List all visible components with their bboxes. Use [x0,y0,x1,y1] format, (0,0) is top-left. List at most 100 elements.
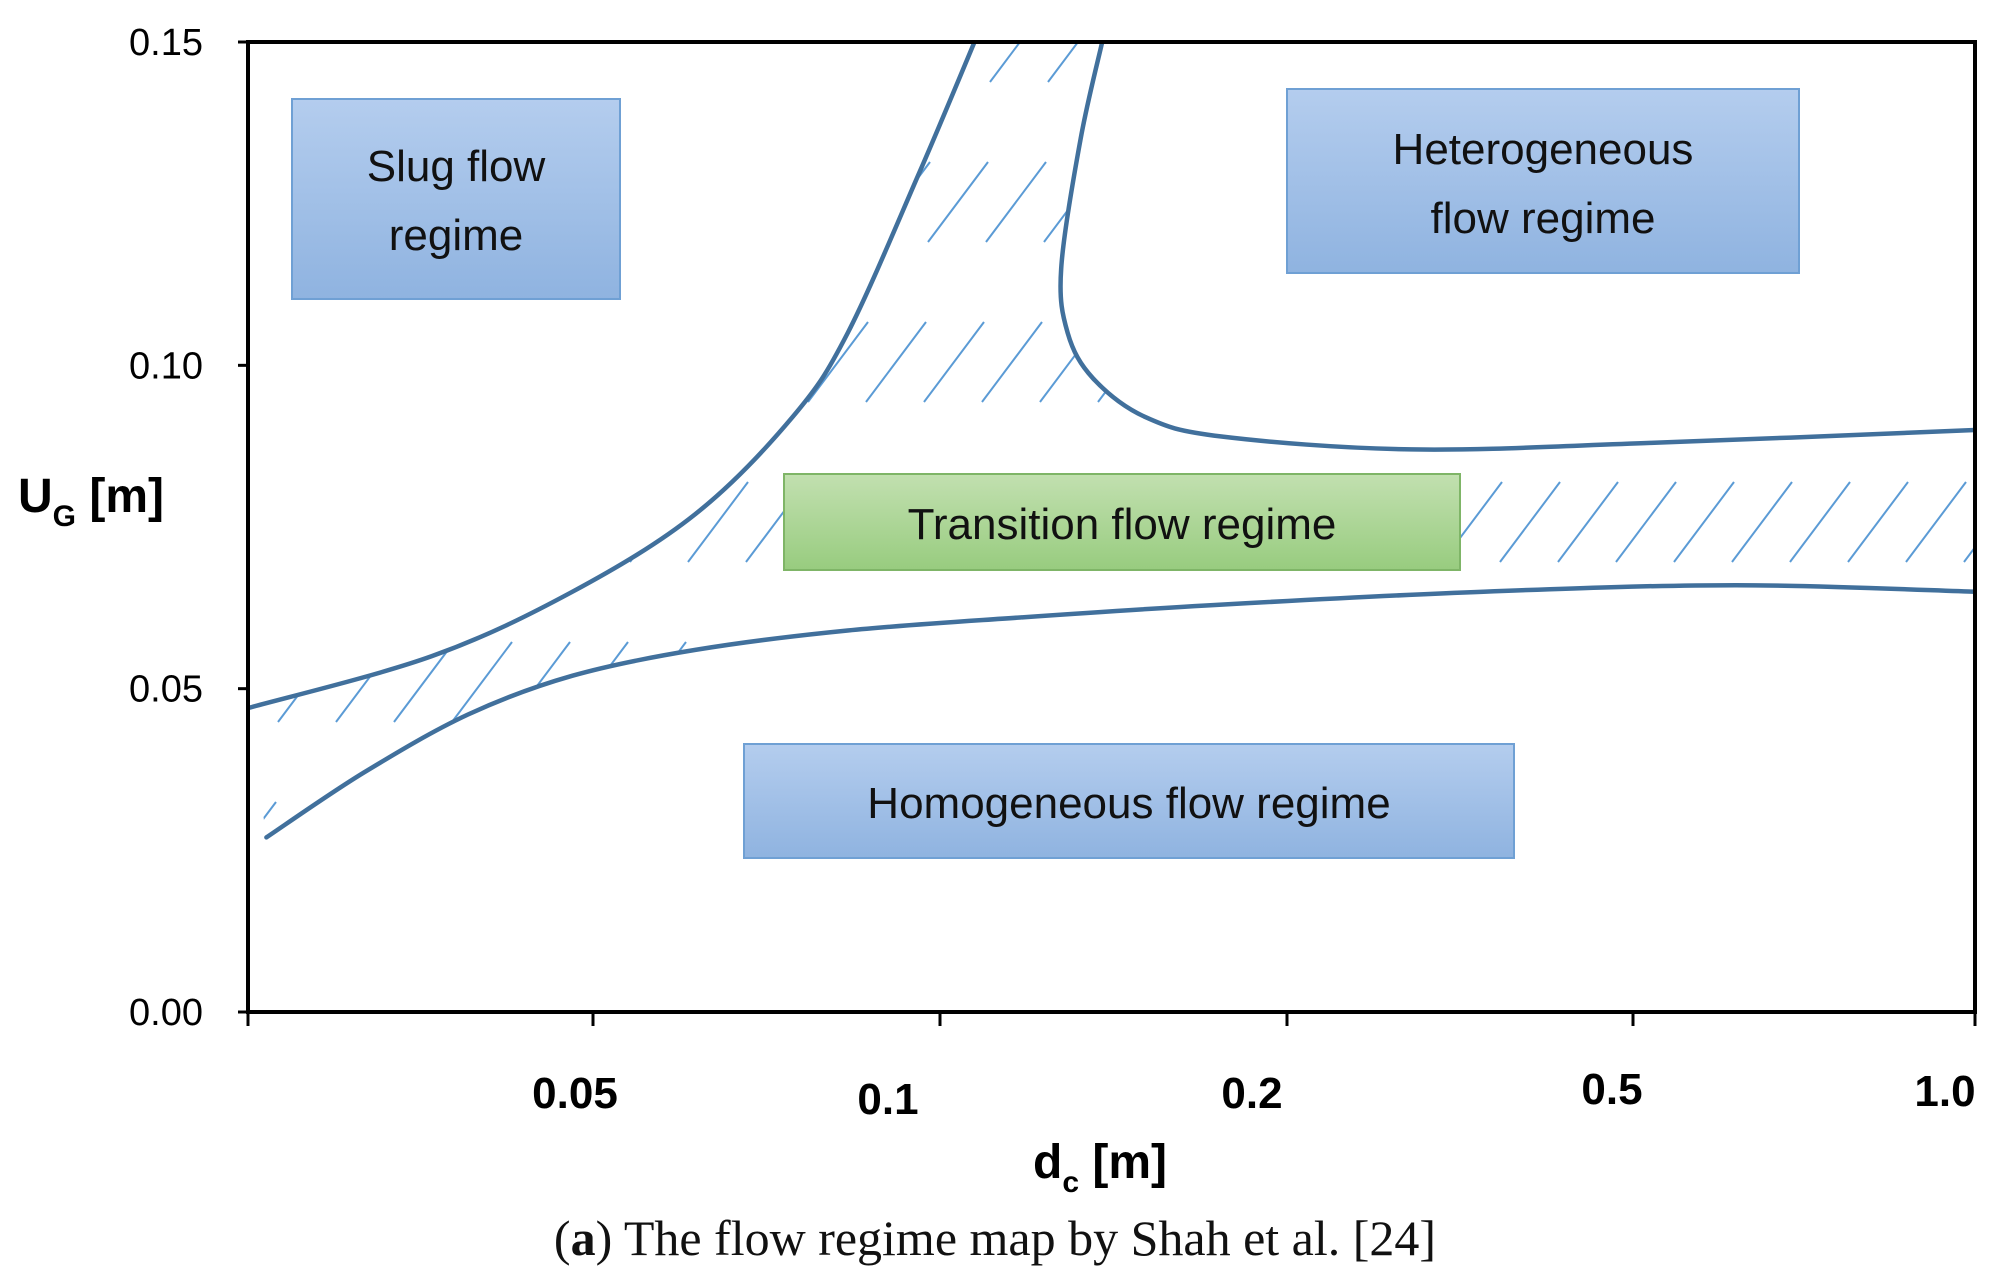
hatch-line [1976,2,2000,82]
hatch-line [687,481,749,563]
hatch-line [505,801,567,838]
hatch-line [1727,641,1789,723]
hatch-line [1901,641,1963,723]
hatch-line [1959,641,1975,723]
heterogeneous-transition-boundary [1058,42,1975,452]
hatch-line [989,42,1051,83]
hatch-line [343,321,405,403]
hatch-line [1205,641,1267,723]
x-tick-label: 0.2 [1221,1069,1282,1118]
hatch-line [629,481,691,563]
y-tick-label: 0.00 [129,992,203,1034]
hatch-line [1437,641,1499,723]
hatch-line [857,641,919,723]
hatch-line [1735,321,1797,403]
hatch-line [1665,801,1727,838]
hatch-line [513,481,575,563]
hatch-line [1488,962,1548,1042]
y-axis-label-subscript: G [53,500,76,533]
y-tick-label: 0.05 [129,669,203,711]
hatch-line [865,321,927,403]
slug-label-line-1: Slug flow [367,142,546,191]
hatch-line [1909,321,1971,403]
hatch-line [749,321,811,403]
hatch-line [811,161,873,243]
hatch-line [46,642,106,722]
hatch-line [676,962,736,1042]
hatch-line [691,321,753,403]
hatch-line [1147,641,1209,723]
hatch-line [517,321,579,403]
hatch-line [1843,641,1905,723]
transition-region-box: Transition flow regime [783,473,1461,571]
hatch-line [248,321,289,403]
hatch-line [393,641,455,723]
hatch-line [1546,962,1606,1042]
hatch-line [1662,962,1722,1042]
hatch-line [618,962,678,1042]
hatch-line [633,321,695,403]
hatch-line [753,161,815,243]
hatch-line [174,162,234,242]
hatch-line [966,962,1026,1042]
hatch-line [1781,801,1843,838]
hatch-line [683,641,745,723]
hatch-line [0,162,60,242]
hatch-line [1024,962,1084,1042]
hatch-line [915,641,977,723]
hatch-line [1847,481,1909,563]
hatch-line [1604,962,1664,1042]
hatch-line [1677,321,1739,403]
hatch-line [1963,481,1975,563]
hatch-line [1789,481,1851,563]
hatch-line [212,962,272,1042]
hatch-line [1797,161,1859,243]
hatch-line [850,962,910,1042]
y-axis-ticks: 0.000.050.100.15 [129,22,248,1034]
hatch-line [1387,321,1449,403]
hatch-line [1731,481,1793,563]
hatch-line [0,2,6,82]
transition-label: Transition flow regime [908,500,1337,549]
hatch-line [0,642,48,722]
hatch-line [248,161,293,243]
hatch-line [1967,321,1975,403]
hatch-line [1256,962,1316,1042]
hatch-line [116,162,176,242]
hatch-line [695,161,757,243]
hatch-line [158,802,218,882]
hatch-line [1430,962,1490,1042]
hatch-line [1723,801,1785,838]
hatch-line [1082,962,1142,1042]
hatch-line [166,482,226,562]
hatch-line [1263,641,1325,723]
hatch-line [1855,161,1917,243]
hatch-line [575,321,637,403]
hatch-line [923,321,985,403]
hatch-line [1549,801,1611,838]
hatch-line [1955,801,1975,838]
hatch-line [4,2,64,82]
hatch-line [38,962,98,1042]
hatch-line [248,801,277,838]
hatch-line [0,322,56,402]
hatch-line [908,962,968,1042]
hatch-line [502,962,562,1042]
hatch-line [1611,641,1673,723]
hatch-line [985,161,1047,243]
slug-label-line-2: regime [389,211,524,260]
hatch-line [1101,161,1163,243]
hatch-line [1321,641,1383,723]
heterogeneous-label-line-1: Heterogeneous [1393,125,1694,174]
hatch-line [1793,321,1855,403]
hatch-line [1673,481,1735,563]
hatch-line [401,321,463,403]
hatch-line [1561,321,1623,403]
homogeneous-label: Homogeneous flow regime [867,779,1390,828]
hatch-line [285,321,347,403]
hatch-line [100,802,160,882]
hatch-line [42,802,102,882]
hatch-line [1836,962,1896,1042]
hatch-line [1905,481,1967,563]
